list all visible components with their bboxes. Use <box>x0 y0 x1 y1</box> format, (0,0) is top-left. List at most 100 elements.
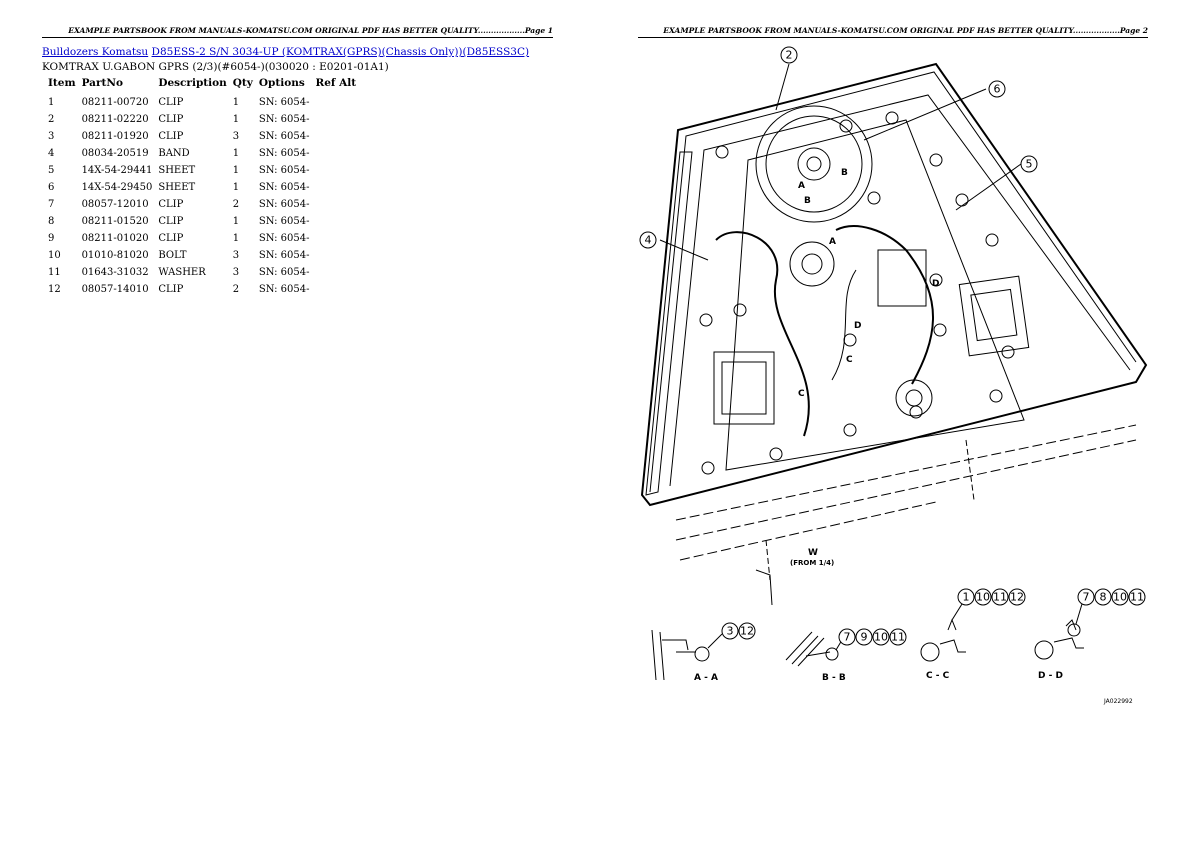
callout-4: 4 <box>639 231 657 249</box>
cell-partno: 08211-01520 <box>81 216 149 227</box>
cell-options: SN: 6054- <box>258 131 310 142</box>
cell-partno: 08057-14010 <box>81 284 149 295</box>
parts-diagram: 2 6 5 4 A B A B D D C C W (FROM 1/4) 3 1… <box>639 46 1148 705</box>
cell-description: SHEET <box>158 165 196 176</box>
svg-text:11: 11 <box>1130 591 1144 604</box>
detail-aa-callout-3: 3 <box>721 622 739 640</box>
cell-description: CLIP <box>158 97 184 108</box>
svg-text:9: 9 <box>861 631 868 644</box>
svg-text:10: 10 <box>1113 591 1127 604</box>
cell-item: 10 <box>48 250 61 261</box>
cell-description: CLIP <box>158 216 184 227</box>
cell-options: SN: 6054- <box>258 165 310 176</box>
col-header-options: Options <box>258 77 305 89</box>
cell-description: CLIP <box>158 114 184 125</box>
detail-aa-title: A - A <box>694 673 718 683</box>
cell-qty: 1 <box>232 233 240 244</box>
section-label-c1: C <box>846 355 853 365</box>
cell-item: 8 <box>48 216 55 227</box>
cell-qty: 3 <box>232 131 240 142</box>
cell-qty: 2 <box>232 284 240 295</box>
col-header-description: Description <box>158 77 227 89</box>
detail-dd-callout-11: 11 <box>1128 588 1146 606</box>
cell-ref-alt <box>312 281 359 298</box>
cell-description: CLIP <box>158 233 184 244</box>
cell-qty: 1 <box>232 165 240 176</box>
callout-6: 6 <box>988 80 1006 98</box>
cell-options: SN: 6054- <box>258 97 310 108</box>
svg-text:12: 12 <box>740 625 754 638</box>
table-row: 5 14X-54-29441 SHEET 1 SN: 6054- <box>44 162 358 179</box>
col-header-alt: Alt <box>339 77 357 89</box>
col-header-ref-alt: Ref Alt <box>312 76 359 94</box>
cell-ref-alt <box>312 145 359 162</box>
cell-partno: 08211-00720 <box>81 97 149 108</box>
svg-text:11: 11 <box>891 631 905 644</box>
detail-bb-callout-10: 10 <box>872 628 890 646</box>
detail-cc-callout-1: 1 <box>957 588 975 606</box>
detail-dd-callout-8: 8 <box>1094 588 1112 606</box>
col-header-item: Item <box>48 77 76 89</box>
cell-ref-alt <box>312 162 359 179</box>
cell-item: 6 <box>48 182 55 193</box>
svg-text:4: 4 <box>645 234 652 247</box>
detail-bb-title: B - B <box>822 673 846 683</box>
cell-qty: 2 <box>232 199 240 210</box>
cell-qty: 1 <box>232 148 240 159</box>
cell-partno: 08057-12010 <box>81 199 149 210</box>
figure-code: JA022992 <box>1103 698 1133 705</box>
svg-text:5: 5 <box>1026 158 1033 171</box>
cell-options: SN: 6054- <box>258 216 310 227</box>
section-label-c2: C <box>798 389 805 399</box>
breadcrumb-link-category[interactable]: Bulldozers Komatsu <box>42 46 149 58</box>
col-header-qty: Qty <box>232 77 253 89</box>
cell-partno: 14X-54-29450 <box>81 182 153 193</box>
breadcrumb-link-model[interactable]: D85ESS-2 S/N 3034-UP (KOMTRAX(GPRS)(Chas… <box>151 46 530 58</box>
col-header-ref: Ref <box>315 77 336 89</box>
cell-ref-alt <box>312 128 359 145</box>
detail-cc-callout-11: 11 <box>991 588 1009 606</box>
cell-partno: 14X-54-29441 <box>81 165 153 176</box>
detail-cc-title: C - C <box>926 671 950 681</box>
cell-partno: 08034-20519 <box>81 148 149 159</box>
section-label-d1: D <box>932 279 939 289</box>
view-sublabel: (FROM 1/4) <box>790 559 834 567</box>
cell-options: SN: 6054- <box>258 233 310 244</box>
svg-text:7: 7 <box>1083 591 1090 604</box>
detail-bb-callout-11: 11 <box>889 628 907 646</box>
svg-text:2: 2 <box>786 49 793 62</box>
cell-partno: 08211-02220 <box>81 114 149 125</box>
view-label: W <box>808 548 818 558</box>
cell-ref-alt <box>312 179 359 196</box>
cell-ref-alt <box>312 111 359 128</box>
cell-options: SN: 6054- <box>258 284 310 295</box>
detail-dd-callout-7: 7 <box>1077 588 1095 606</box>
svg-text:3: 3 <box>727 625 734 638</box>
svg-text:11: 11 <box>993 591 1007 604</box>
cell-qty: 1 <box>232 97 240 108</box>
cell-ref-alt <box>312 264 359 281</box>
cell-item: 5 <box>48 165 55 176</box>
svg-text:10: 10 <box>874 631 888 644</box>
cell-qty: 3 <box>232 250 240 261</box>
cell-qty: 1 <box>232 182 240 193</box>
cell-ref-alt <box>312 213 359 230</box>
cell-options: SN: 6054- <box>258 267 310 278</box>
section-label-b2: B <box>841 168 848 178</box>
cell-partno: 01643-31032 <box>81 267 149 278</box>
cell-options: SN: 6054- <box>258 148 310 159</box>
cell-description: CLIP <box>158 131 184 142</box>
detail-cc-callout-10: 10 <box>974 588 992 606</box>
svg-text:1: 1 <box>963 591 970 604</box>
cell-item: 7 <box>48 199 55 210</box>
